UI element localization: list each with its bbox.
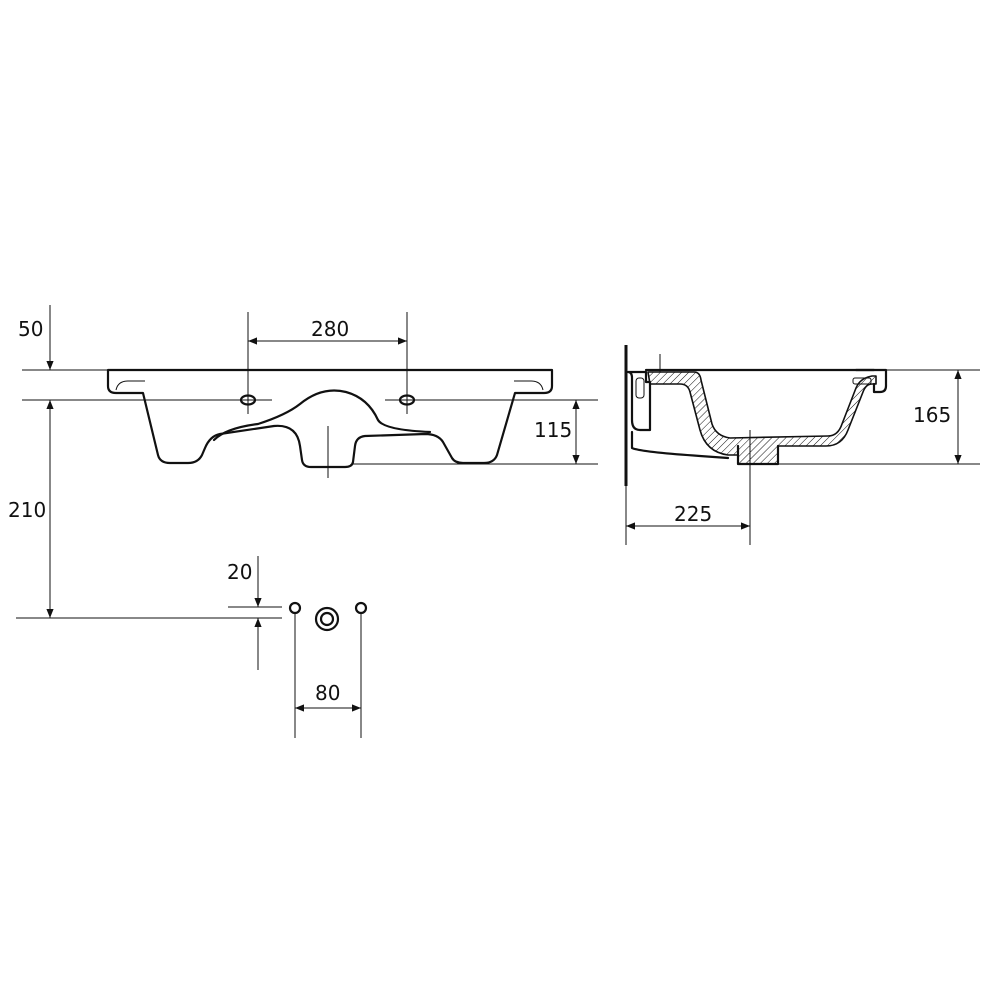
front-overflow-slot — [852, 377, 872, 385]
drain-outer-circle — [314, 606, 340, 632]
dim-label-20: 20 — [227, 560, 252, 584]
dim-label-80: 80 — [315, 681, 340, 705]
drain-inner-circle — [319, 611, 335, 627]
dimension-20: 20 — [227, 556, 262, 670]
back-bracket — [626, 370, 652, 432]
front-rim — [854, 368, 888, 394]
left-pipe-circle — [288, 601, 302, 615]
dim-label-280: 280 — [311, 317, 349, 341]
dim-label-225: 225 — [674, 502, 712, 526]
basin-section-wall — [647, 371, 877, 465]
right-overflow-slot — [514, 380, 544, 391]
drain-throat — [736, 444, 780, 466]
pipe-detail — [288, 601, 368, 738]
dimension-115: 115 — [534, 400, 580, 464]
dimension-280: 280 — [248, 317, 407, 345]
dim-label-115: 115 — [534, 418, 572, 442]
dim-label-50: 50 — [18, 317, 43, 341]
front-view — [106, 368, 554, 478]
dimension-50: 50 — [18, 305, 54, 440]
bracket-slot — [635, 377, 645, 399]
dimension-80: 80 — [295, 681, 361, 712]
left-overflow-slot — [115, 380, 145, 391]
dim-label-210: 210 — [8, 498, 46, 522]
basin-front-outline — [106, 368, 554, 469]
section-underside — [630, 430, 730, 460]
side-section-view — [624, 345, 888, 545]
dim-label-165: 165 — [913, 403, 951, 427]
dimension-210: 210 — [8, 440, 54, 618]
reference-lines — [16, 312, 598, 619]
dimension-165: 165 — [913, 370, 962, 464]
side-reference-lines — [625, 369, 980, 545]
right-pipe-circle — [354, 601, 368, 615]
basin-inner-arch — [212, 389, 432, 442]
dimension-225: 225 — [626, 502, 750, 530]
